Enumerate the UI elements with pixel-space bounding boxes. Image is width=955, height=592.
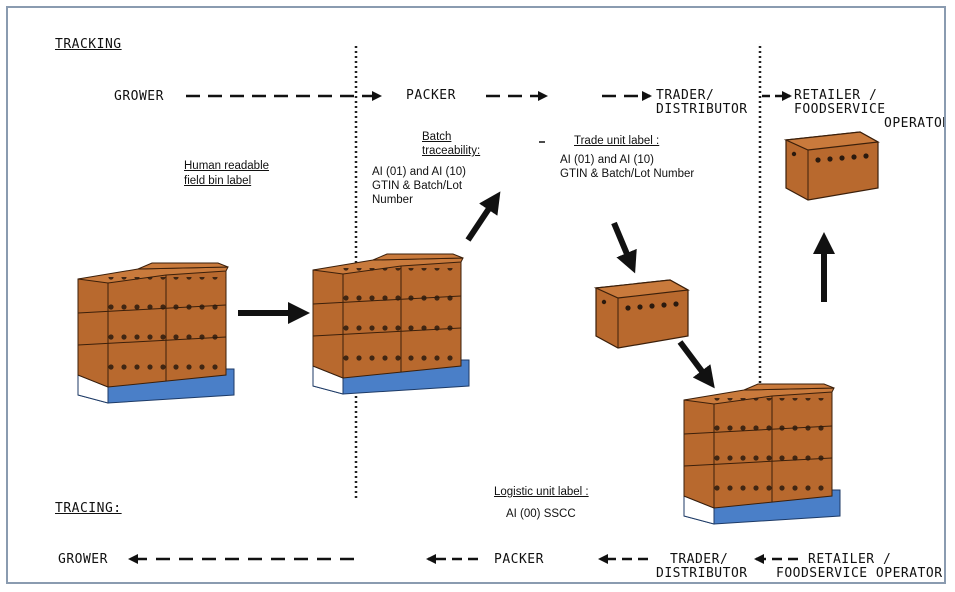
tracking-heading: TRACKING bbox=[55, 37, 122, 52]
field-bin-label-line1: Human readable bbox=[184, 160, 270, 172]
trade-unit-label-title: Trade unit label : bbox=[574, 135, 660, 147]
tracing-retailer-label-line2: FOODSERVICE OPERATOR bbox=[776, 566, 943, 581]
supply-chain-artwork bbox=[77, 46, 880, 564]
tracing-retailer-label-line1: RETAILER / bbox=[808, 552, 892, 567]
tracking-retailer-label-line3: OPERATOR bbox=[884, 116, 946, 131]
flow-arrow-box-to-pallet bbox=[677, 340, 715, 389]
tracing-trader-label-line2: DISTRIBUTOR bbox=[656, 566, 748, 581]
diagram-frame: TRACKING TRACING: GROWER PACKER TRADER/ … bbox=[6, 6, 946, 584]
tracing-grower-label: GROWER bbox=[58, 552, 108, 567]
pallet-packer bbox=[312, 253, 470, 395]
tracking-retailer-label-line2: FOODSERVICE bbox=[794, 102, 886, 117]
tracking-grower-label: GROWER bbox=[114, 89, 164, 104]
trade-unit-box bbox=[593, 279, 690, 349]
tracking-trader-label-line1: TRADER/ bbox=[656, 88, 715, 103]
batch-traceability-title-line1: Batch bbox=[422, 131, 452, 143]
logistic-unit-label-body: AI (00) SSCC bbox=[506, 508, 576, 520]
tracking-retailer-label-line1: RETAILER / bbox=[794, 88, 878, 103]
tracing-trader-label-line1: TRADER/ bbox=[670, 552, 729, 567]
batch-traceability-body-line1: AI (01) and AI (10) bbox=[372, 166, 466, 178]
trade-unit-label-body-line1: AI (01) and AI (10) bbox=[560, 154, 654, 166]
retailer-box bbox=[783, 131, 880, 201]
batch-traceability-body-line3: Number bbox=[372, 194, 413, 206]
trade-unit-label-body-line2: GTIN & Batch/Lot Number bbox=[560, 168, 695, 180]
flow-arrow-down-to-box bbox=[611, 221, 637, 274]
tracing-heading: TRACING: bbox=[55, 501, 122, 516]
tracking-packer-label: PACKER bbox=[406, 88, 456, 103]
tracing-packer-label: PACKER bbox=[494, 552, 544, 567]
logistic-unit-label-title: Logistic unit label : bbox=[494, 486, 589, 498]
batch-traceability-body-line2: GTIN & Batch/Lot bbox=[372, 180, 463, 192]
tracking-trader-label-line2: DISTRIBUTOR bbox=[656, 102, 748, 117]
pallet-grower bbox=[77, 262, 235, 404]
pallet-trader bbox=[683, 383, 841, 525]
field-bin-label-line2: field bin label bbox=[184, 175, 252, 187]
flow-arrow-batch-up bbox=[465, 191, 501, 242]
batch-traceability-title-line2: traceability: bbox=[422, 145, 481, 157]
